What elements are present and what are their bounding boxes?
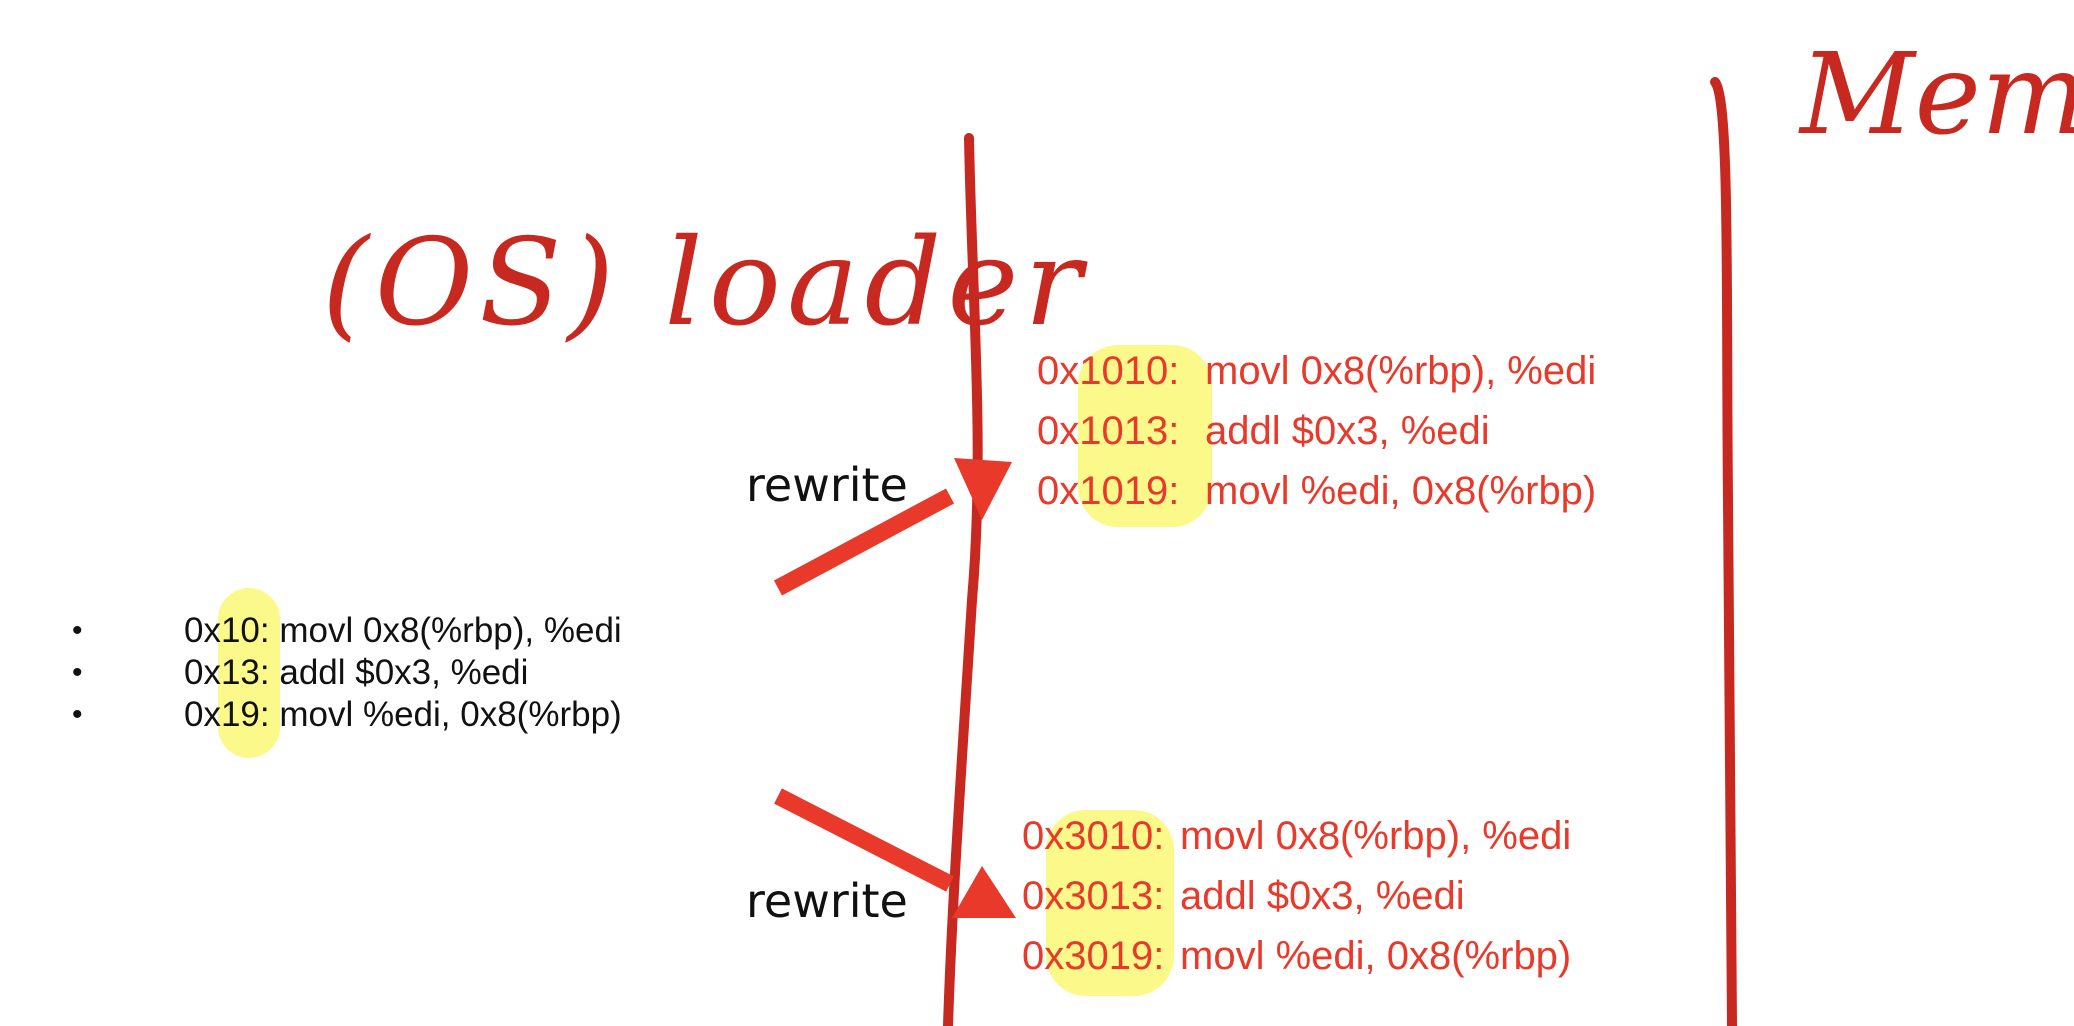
memory-instruction: movl %edi, 0x8(%rbp) [1180, 934, 1572, 978]
memory-instruction: addl $0x3, %edi [1205, 409, 1490, 453]
os-loader-title: (OS) loader [322, 214, 1088, 353]
memory-boundary-right-line [1710, 77, 1737, 1026]
rewrite-label-top: rewrite [746, 458, 908, 512]
source-instruction: : addl $0x3, %edi [259, 653, 529, 692]
memory-address: 0x1019: [1037, 469, 1180, 513]
memory-block-1-highlight [1078, 345, 1212, 527]
bullet: • [72, 614, 83, 647]
memory-instruction: movl %edi, 0x8(%rbp) [1205, 469, 1597, 513]
memory-address: 0x1013: [1037, 409, 1180, 453]
bullet: • [72, 698, 83, 731]
memory-instruction: addl $0x3, %edi [1180, 874, 1465, 918]
bullet: • [72, 656, 83, 689]
source-address: 0x13 [184, 653, 260, 692]
source-address-highlight [218, 588, 280, 758]
rewrite-label-bottom: rewrite [746, 874, 908, 928]
memory-address: 0x3019: [1022, 934, 1165, 978]
memory-instruction: movl 0x8(%rbp), %edi [1205, 349, 1597, 393]
rewrite-arrow-bottom [774, 788, 1016, 918]
memory-block-2-highlight [1046, 810, 1174, 996]
source-instruction: : movl 0x8(%rbp), %edi [259, 611, 622, 650]
memory-instruction: movl 0x8(%rbp), %edi [1180, 814, 1572, 858]
memory-address: 0x3010: [1022, 814, 1165, 858]
memory-boundary-left-line [943, 133, 983, 1026]
rewrite-arrow-top [773, 458, 1012, 596]
mem-label: Mem [1800, 30, 2074, 160]
memory-address: 0x1010: [1037, 349, 1180, 393]
memory-address: 0x3013: [1022, 874, 1165, 918]
source-address: 0x10 [184, 611, 260, 650]
source-address: 0x19 [184, 695, 260, 734]
source-instruction: : movl %edi, 0x8(%rbp) [259, 695, 622, 734]
